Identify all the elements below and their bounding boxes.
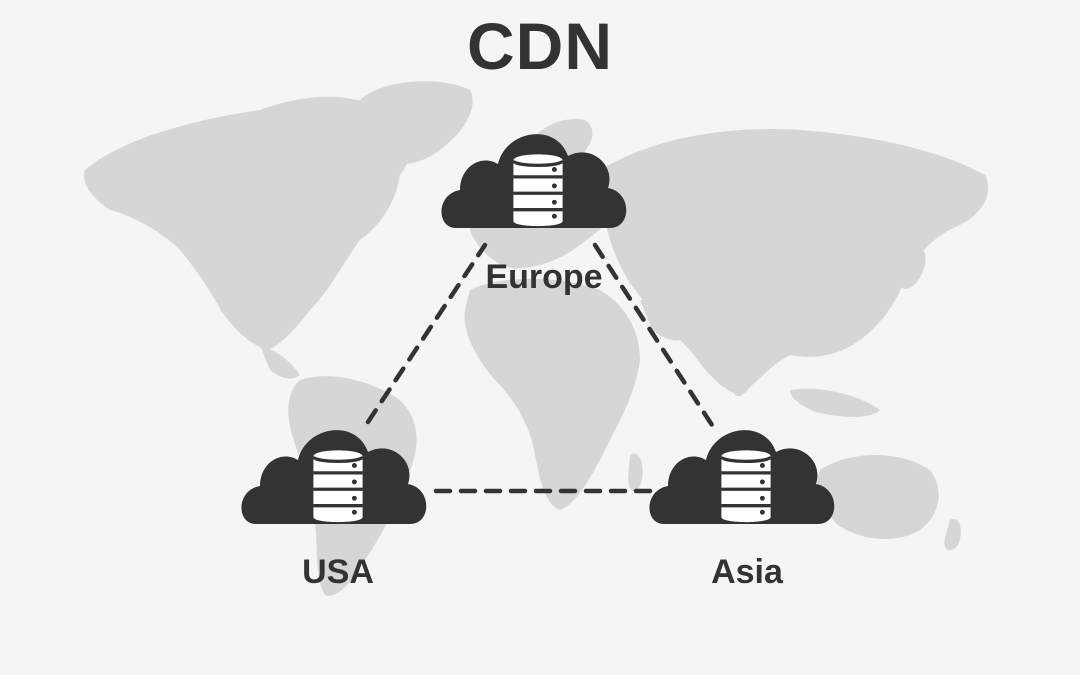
link-europe-asia	[592, 242, 715, 428]
node-asia-cloud-icon	[649, 430, 835, 524]
world-map-icon	[84, 81, 989, 596]
node-europe-cloud-icon	[441, 134, 627, 228]
diagram-title: CDN	[467, 9, 613, 83]
node-label-usa: USA	[302, 553, 374, 591]
links	[365, 242, 715, 494]
link-usa-europe	[365, 242, 488, 425]
node-label-europe: Europe	[485, 258, 603, 296]
node-label-asia: Asia	[711, 553, 783, 591]
